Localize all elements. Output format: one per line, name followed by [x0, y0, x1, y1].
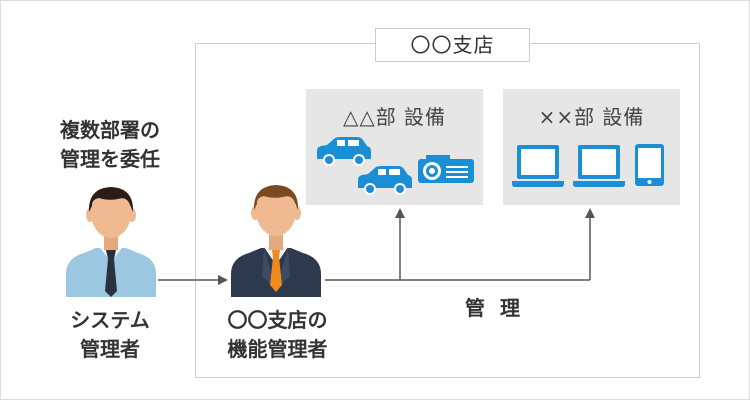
system-admin-avatar — [66, 187, 156, 297]
car-icon — [317, 137, 371, 166]
system-admin-label-line-1: システム — [70, 308, 150, 332]
branch-admin-label-line-2: 機能管理者 — [227, 337, 328, 361]
projector-icon — [418, 155, 474, 183]
delegation-caption: 複数部署の 管理を委任 — [40, 116, 180, 174]
tablet-icon — [635, 144, 664, 186]
manage-label: 管 理 — [465, 296, 524, 320]
branch-admin-label-line-1: 〇〇支店の — [227, 308, 328, 332]
laptop-icon — [512, 145, 564, 187]
delegation-caption-line-2: 管理を委任 — [60, 147, 160, 171]
branch-title: 〇〇支店 — [375, 28, 530, 62]
department-a-title: △△部 設備 — [342, 105, 447, 129]
branch-admin-label: 〇〇支店の 機能管理者 — [205, 306, 350, 364]
branch-admin-avatar — [231, 185, 321, 297]
delegation-caption-line-1: 複数部署の — [60, 118, 160, 142]
laptop-icon — [573, 145, 625, 187]
system-admin-label-line-2: 管理者 — [80, 337, 140, 361]
system-admin-label: システム 管理者 — [50, 306, 170, 364]
car-icon — [358, 166, 412, 195]
department-b-title: ××部 設備 — [538, 105, 645, 129]
